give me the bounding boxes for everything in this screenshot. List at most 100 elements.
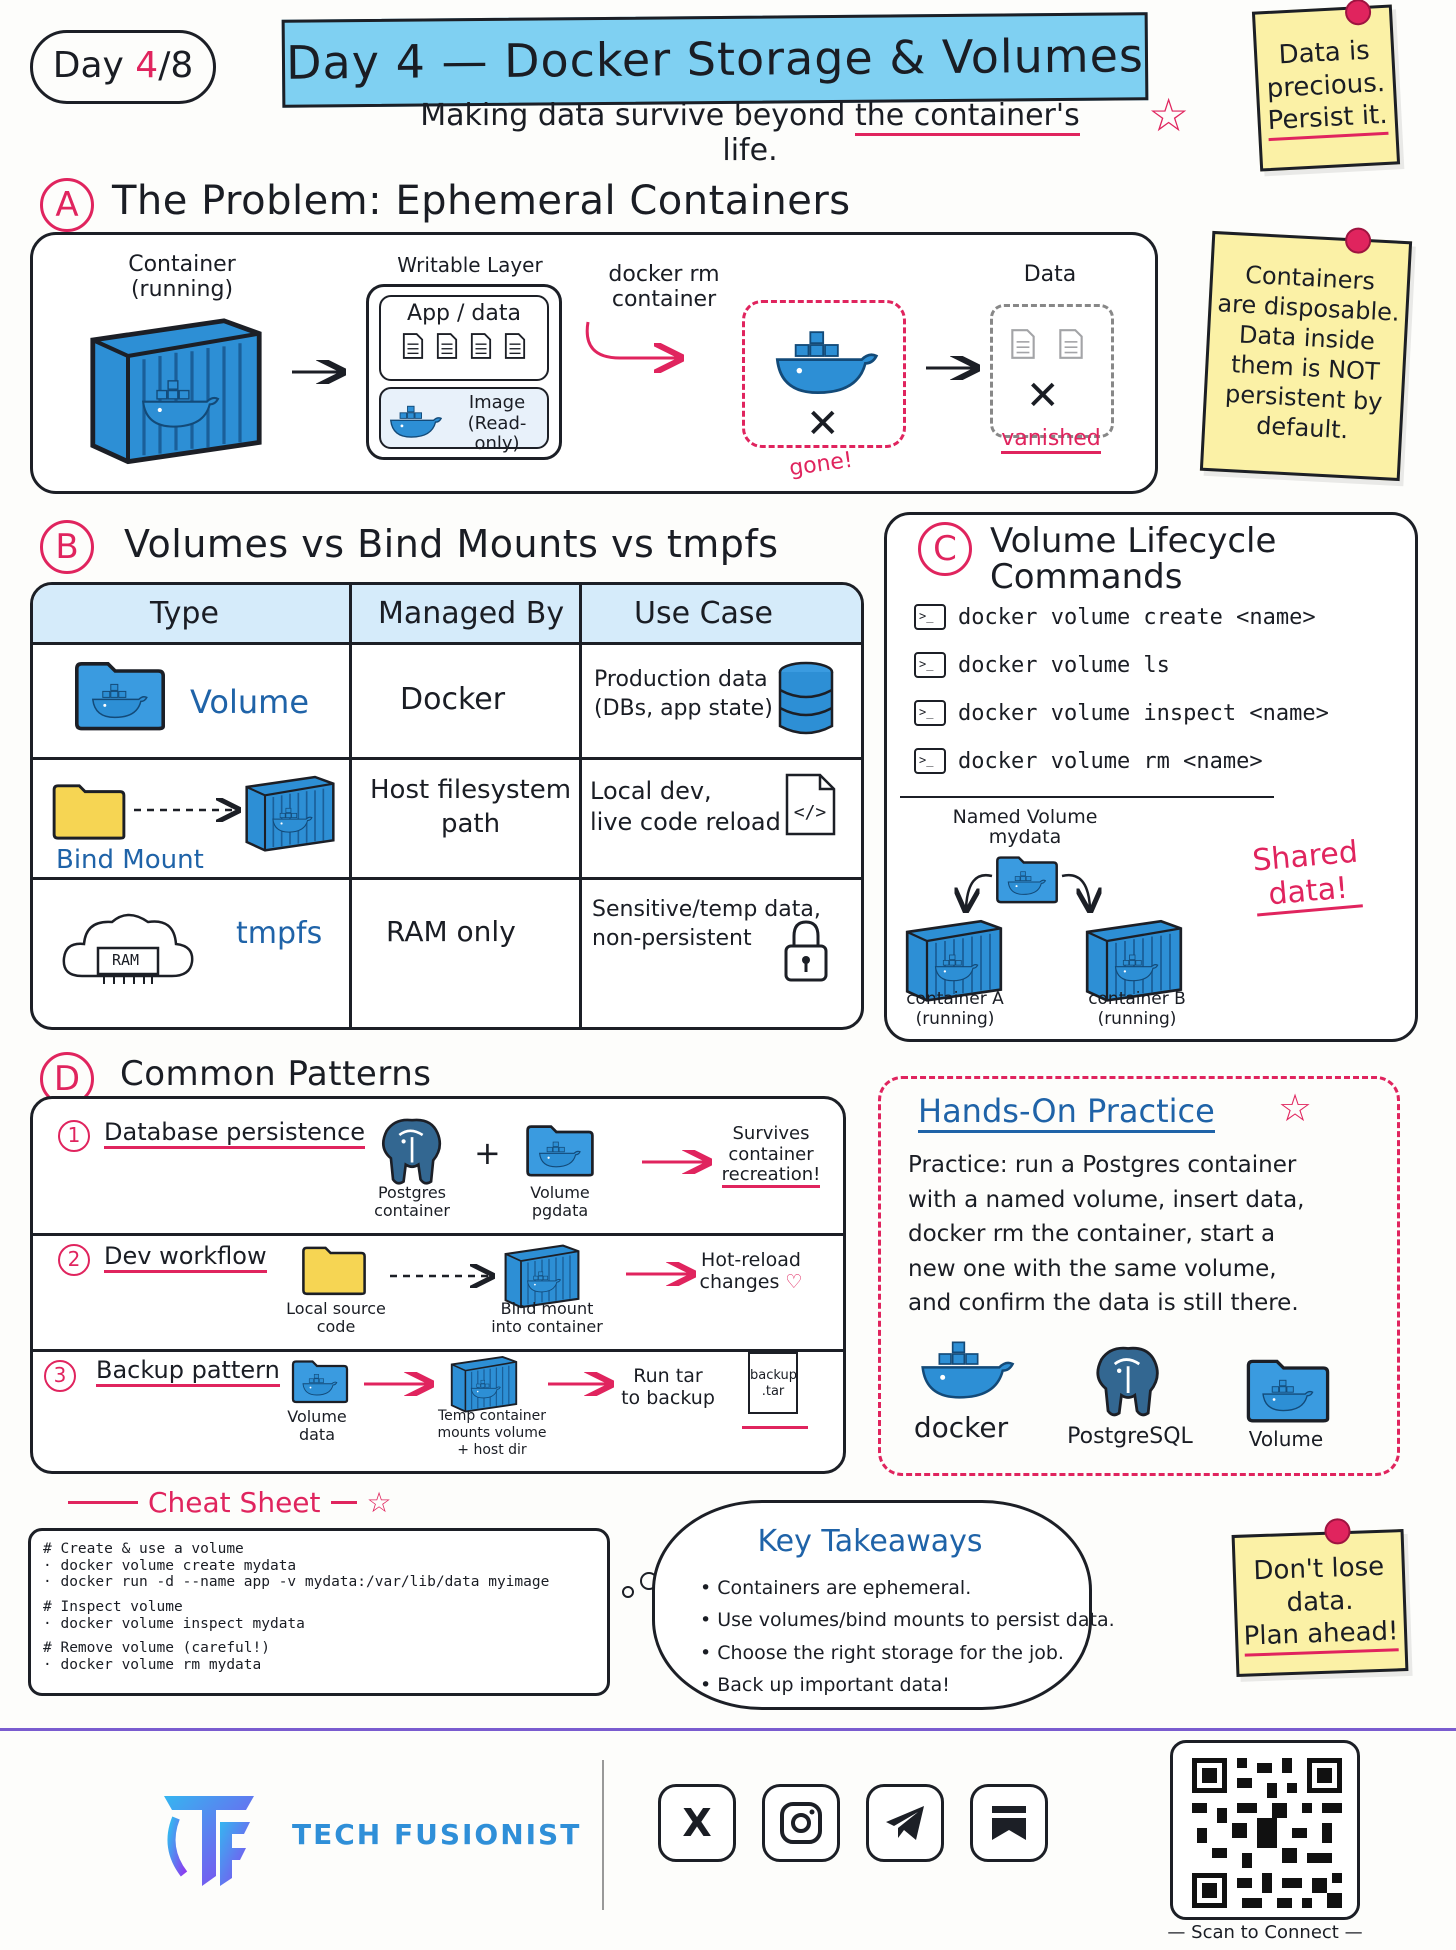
section-b-title: Volumes vs Bind Mounts vs tmpfs: [124, 522, 779, 566]
local-folder-icon: [302, 1246, 366, 1296]
command-ls: >_docker volume ls: [914, 652, 1170, 678]
temp-container-label: Temp container mounts volume + host dir: [437, 1408, 547, 1458]
backup-file-icon: backup .tar: [748, 1352, 798, 1414]
sticky-note-bottom: Don't lose data. Plan ahead!: [1231, 1517, 1409, 1677]
vanished-data-frame: [990, 304, 1114, 438]
qr-code-icon: [1187, 1753, 1347, 1913]
heart-icon: ♡: [785, 1270, 803, 1293]
cheat-sheet-title: Cheat Sheet ☆: [68, 1486, 392, 1519]
star-icon: ☆: [1278, 1086, 1313, 1130]
day-badge: Day 4/8: [30, 30, 216, 104]
arrow-icon: [548, 1372, 616, 1396]
container-icon: [240, 770, 340, 854]
managed-docker: Docker: [400, 682, 506, 717]
type-bind-mount: Bind Mount: [56, 845, 204, 875]
dashed-arrow-icon: [390, 1264, 496, 1288]
container-label: Container (running): [128, 252, 236, 303]
running-container-icon: [78, 308, 274, 468]
command-create: >_docker volume create <name>: [914, 604, 1316, 630]
brand-name: TECH FUSIONIST: [292, 1818, 582, 1851]
managed-ram-only: RAM only: [386, 915, 516, 948]
arrow-icon: [626, 1262, 698, 1286]
writable-layer: App / data Image (Read-only): [366, 284, 562, 460]
lock-icon: [784, 920, 828, 982]
telegram-icon: [886, 1806, 924, 1840]
vanished-label: vanished: [996, 426, 1106, 454]
data-label: Data: [1023, 262, 1077, 287]
section-c-title: Volume Lifecycle Commands: [990, 521, 1277, 597]
temp-container-icon: [438, 1352, 530, 1414]
column-header-managed-by: Managed By: [378, 596, 565, 631]
qr-code-frame[interactable]: [1170, 1740, 1360, 1920]
curved-arrows-icon: [930, 873, 1130, 920]
faded-file-icon: [1059, 329, 1083, 359]
shared-data-note: Shared data!: [1251, 835, 1363, 917]
column-header-use-case: Use Case: [634, 596, 773, 631]
host-folder-icon: [52, 784, 126, 840]
subtitle: Making data survive beyond the container…: [420, 98, 1080, 168]
postgresql-logo-icon: [1096, 1346, 1159, 1417]
sticky-note-middle: Containers are disposable. Data inside t…: [1199, 226, 1413, 482]
file-icon: [436, 333, 458, 359]
container-b-label: container B (running): [1088, 989, 1186, 1029]
instagram-button[interactable]: [762, 1784, 840, 1862]
arrow-icon: [926, 356, 980, 380]
use-local-dev: Local dev, live code reload: [590, 777, 781, 837]
type-tmpfs: tmpfs: [236, 916, 323, 951]
star-icon: ☆: [366, 1486, 392, 1519]
bind-mount-label: Bind mount into container: [491, 1299, 603, 1337]
docker-whale-icon: [390, 405, 442, 438]
run-tar-label: Run tar to backup: [621, 1365, 715, 1409]
database-icon: [778, 661, 834, 735]
practice-panel: [878, 1076, 1400, 1476]
practice-title: Hands-On Practice: [918, 1092, 1215, 1133]
volume-folder-icon: [524, 1120, 596, 1180]
cloud-ram-icon: [62, 913, 194, 984]
docker-logo-icon: [921, 1341, 1014, 1399]
pattern-1-title: Database persistence: [104, 1118, 366, 1149]
footer-divider: [0, 1728, 1456, 1731]
instagram-icon: [780, 1802, 822, 1844]
managed-host-filesystem: Host filesystem path: [370, 775, 572, 839]
pin-icon: [1344, 226, 1372, 255]
volume-data-label: Volume data: [287, 1407, 347, 1445]
medium-button[interactable]: [970, 1784, 1048, 1862]
docker-rm-label: docker rm container: [608, 262, 720, 313]
docker-logo-label: docker: [913, 1411, 1009, 1444]
key-takeaways-list: • Containers are ephemeral. • Use volume…: [700, 1577, 1115, 1696]
faded-file-icon: [1011, 329, 1035, 359]
pattern-1-number: 1: [58, 1120, 90, 1152]
volume-logo-icon: [1244, 1354, 1332, 1426]
key-takeaways-cloud: [652, 1500, 1092, 1710]
file-icon: [470, 333, 492, 359]
arrow-icon: [364, 1372, 436, 1396]
thought-bubble-dot: [622, 1586, 634, 1598]
divider: [900, 796, 1274, 798]
terminal-icon: >_: [914, 604, 946, 630]
day-number: 4: [135, 45, 159, 86]
local-source-label: Local source code: [286, 1299, 386, 1337]
section-d-badge: D: [40, 1052, 94, 1106]
scan-to-connect: — Scan to Connect —: [1167, 1922, 1363, 1943]
use-sensitive: Sensitive/temp data, non-persistent: [592, 897, 821, 951]
page-title: Day 4 — Docker Storage & Volumes: [281, 12, 1149, 108]
key-takeaways-title: Key Takeaways: [757, 1524, 983, 1559]
x-mark-icon: ✕: [1026, 373, 1060, 419]
footer-separator: [602, 1760, 604, 1910]
x-social-button[interactable]: X: [658, 1784, 736, 1862]
command-inspect: >_docker volume inspect <name>: [914, 700, 1329, 726]
writable-layer-label: Writable Layer: [397, 253, 543, 277]
pgdata-volume-label: Volume pgdata: [530, 1183, 590, 1221]
type-volume: Volume: [190, 683, 310, 721]
command-rm: >_docker volume rm <name>: [914, 748, 1263, 774]
arrow-icon: [292, 360, 346, 384]
code-file-icon: </>: [785, 773, 836, 836]
arrow-icon: [642, 1150, 714, 1174]
postgres-elephant-icon: [381, 1118, 442, 1185]
pattern-1-result: Survives container recreation!: [716, 1123, 826, 1189]
pin-icon: [1324, 1517, 1351, 1545]
telegram-button[interactable]: [866, 1784, 944, 1862]
curved-arrow-icon: [585, 321, 690, 378]
section-d-title: Common Patterns: [120, 1054, 432, 1094]
star-icon: ☆: [1148, 88, 1190, 142]
